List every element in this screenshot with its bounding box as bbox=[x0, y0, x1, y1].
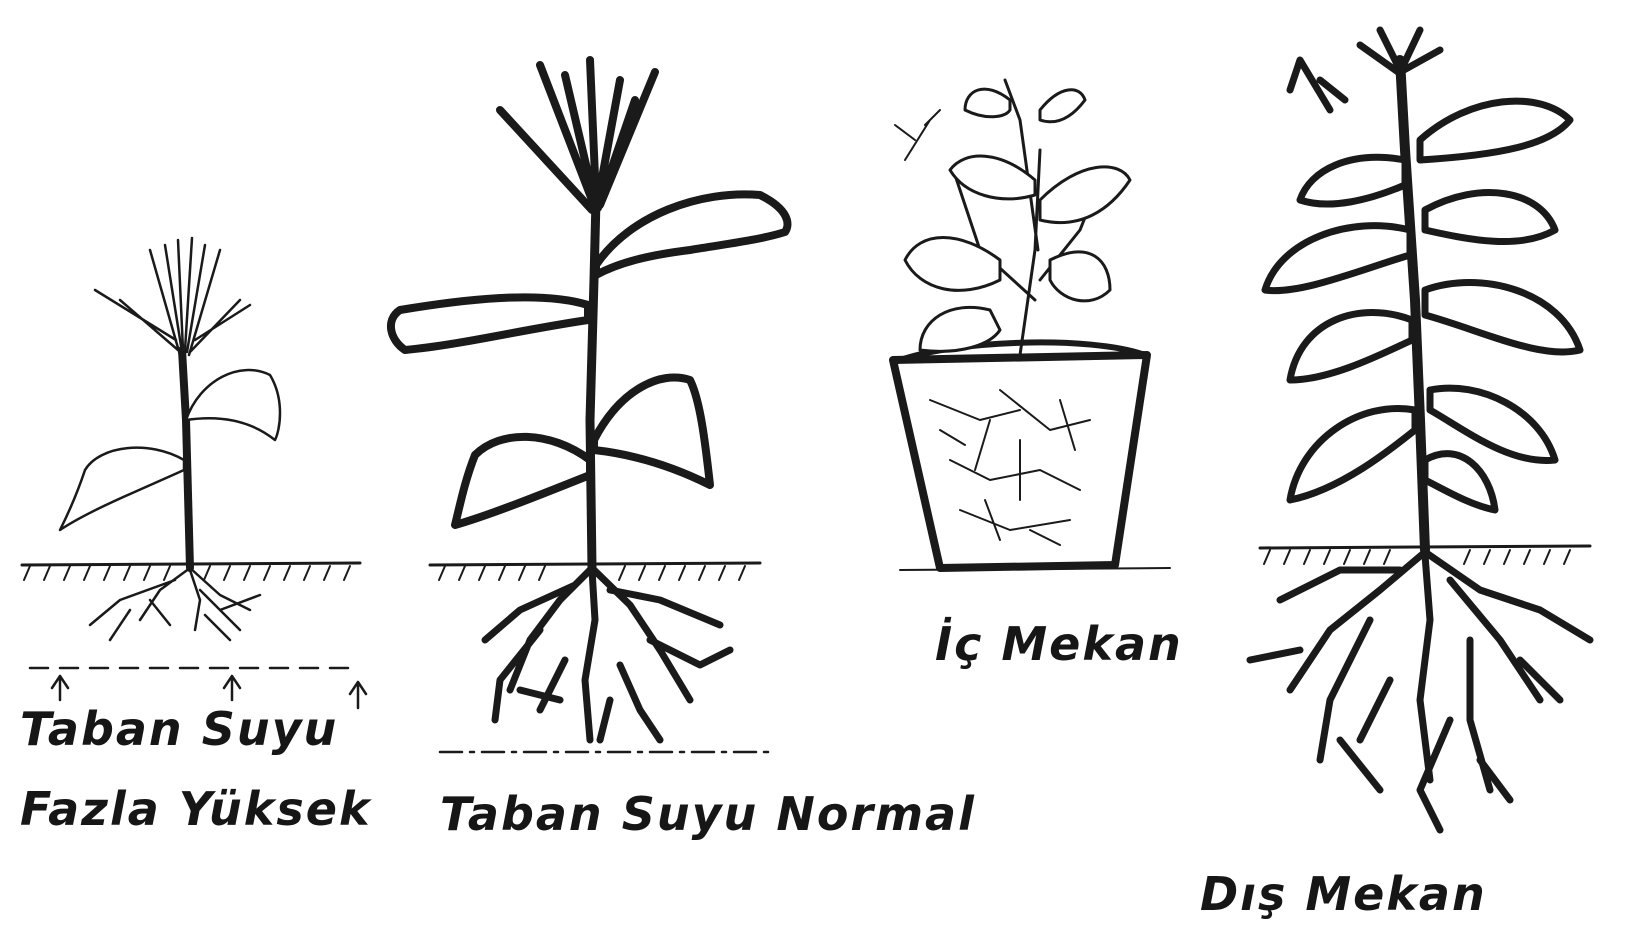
stem-4 bbox=[1400, 60, 1425, 550]
roots-1 bbox=[90, 568, 260, 640]
tassel-1 bbox=[95, 238, 250, 355]
leaf-1a bbox=[186, 370, 280, 440]
panel-outdoor: Dış Mekan bbox=[1200, 30, 1590, 921]
stem-2 bbox=[590, 200, 596, 568]
plant-3 bbox=[895, 80, 1130, 355]
roots-2 bbox=[485, 568, 730, 740]
tassel-2 bbox=[500, 60, 655, 210]
panel-indoor: İç Mekan bbox=[893, 80, 1183, 671]
leaf-2b bbox=[391, 297, 588, 350]
leaf-1b bbox=[60, 448, 184, 530]
caption-indoor: İç Mekan bbox=[935, 617, 1183, 671]
roots-4 bbox=[1250, 552, 1590, 830]
pot-roots bbox=[930, 390, 1090, 545]
tassel-4 bbox=[1290, 30, 1440, 110]
leaf-2d bbox=[455, 437, 590, 525]
caption-outdoor: Dış Mekan bbox=[1200, 867, 1487, 921]
caption-normal: Taban Suyu Normal bbox=[440, 787, 976, 841]
panel-normal-groundwater: Taban Suyu Normal bbox=[391, 60, 976, 841]
leaf-2c bbox=[594, 378, 710, 486]
panel-high-groundwater: Taban Suyu Fazla Yüksek bbox=[20, 238, 372, 836]
leaf-2a bbox=[596, 194, 787, 275]
caption-high-line2: Fazla Yüksek bbox=[20, 782, 372, 836]
caption-high-line1: Taban Suyu bbox=[20, 702, 338, 756]
